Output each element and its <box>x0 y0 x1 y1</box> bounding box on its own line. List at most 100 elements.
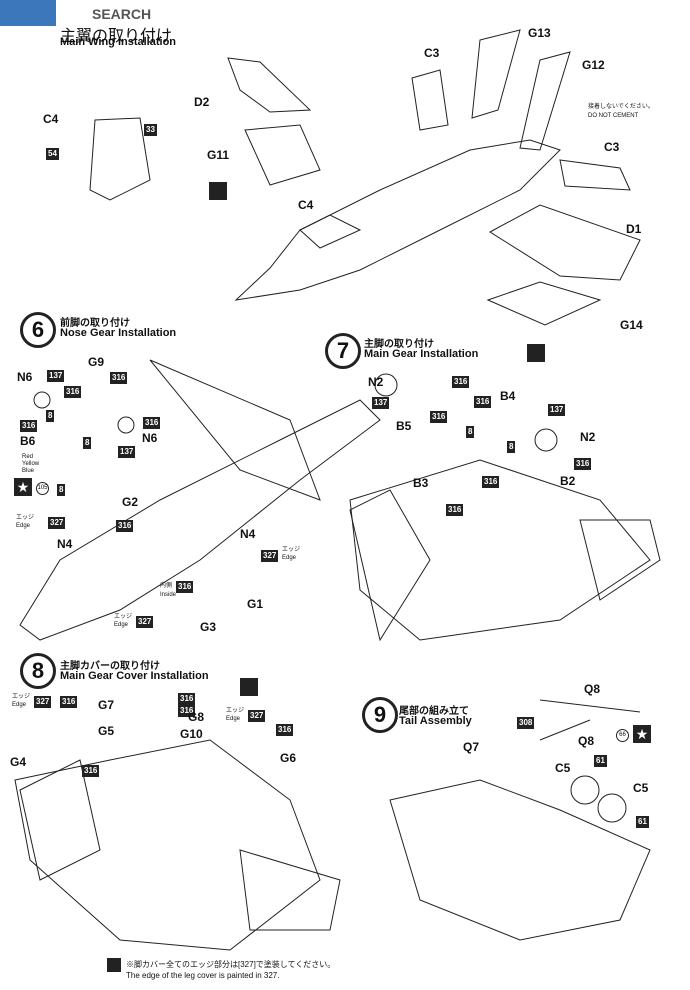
step7-wing-l <box>349 489 431 642</box>
edge-label-en-a: Edge <box>16 523 31 529</box>
step7-title-en: Main Gear Installation <box>364 348 479 360</box>
step8-wing-r <box>239 849 341 931</box>
paint-327-a: 327 <box>48 517 66 529</box>
part-g5: G5 <box>98 724 115 738</box>
part-c5-left: C5 <box>555 761 571 775</box>
part-n4-left: N4 <box>57 537 73 551</box>
paint-327-b: 327 <box>261 550 279 562</box>
paint-316-g: 316 <box>452 376 470 388</box>
part-c3-side: C3 <box>604 140 620 154</box>
edge-label-en-d: Edge <box>12 702 27 708</box>
part-c3-top: C3 <box>424 46 440 60</box>
step8-number: 8 <box>20 653 56 689</box>
part-b5: B5 <box>396 419 412 433</box>
paint-316-b: 316 <box>64 386 82 398</box>
paint-8-a: 8 <box>46 410 55 422</box>
step8-title-en: Main Gear Cover Installation <box>60 670 209 682</box>
do-not-cement-jp: 接着しないでください。 <box>588 104 654 110</box>
paint-61-b: 61 <box>636 816 649 828</box>
step6-number: 6 <box>20 312 56 348</box>
paint-316-c: 316 <box>143 417 161 429</box>
step5-wing-left <box>227 57 312 113</box>
part-g8: G8 <box>188 710 205 724</box>
paint-316-f: 316 <box>176 581 194 593</box>
watermark-logo <box>0 0 56 26</box>
step8-title-jp: 主脚カバーの取り付け <box>60 661 160 672</box>
step6-wing <box>149 359 321 501</box>
edge-label-en-e: Edge <box>226 716 241 722</box>
part-d2: D2 <box>194 95 210 109</box>
part-g2: G2 <box>122 495 139 509</box>
paint-327-e: 327 <box>248 710 266 722</box>
step7-number: 7 <box>325 333 361 369</box>
part-n2-right: N2 <box>580 430 596 444</box>
paint-316-e: 316 <box>116 520 134 532</box>
paint-137-b: 137 <box>118 446 136 458</box>
paint-327-c: 327 <box>136 616 154 628</box>
part-g12: G12 <box>582 58 605 72</box>
part-q7: Q7 <box>463 740 480 754</box>
step6-title-jp: 前脚の取り付け <box>60 318 130 329</box>
paint-316-a: 316 <box>110 372 128 384</box>
step5-title-jp: 主翼の取り付け <box>60 28 173 45</box>
brush-icon-step8 <box>240 678 258 696</box>
part-b4: B4 <box>500 389 516 403</box>
part-n6-right: N6 <box>142 431 158 445</box>
part-b6: B6 <box>20 434 36 448</box>
star-icon-step6: ★ <box>14 478 32 496</box>
step5-stab <box>559 159 631 191</box>
paint-33: 33 <box>144 124 157 136</box>
step5-fuselage <box>234 139 561 301</box>
glue-icon-step5a <box>209 182 227 200</box>
part-c4: C4 <box>298 198 314 212</box>
do-not-cement-en: DO NOT CEMENT <box>588 113 639 119</box>
paint-316-d: 316 <box>20 420 38 432</box>
step7-wing-r <box>579 519 661 601</box>
paint-316-q: 316 <box>82 765 100 777</box>
part-b3: B3 <box>413 476 429 490</box>
step5-fin-3 <box>519 51 571 151</box>
paint-327-d: 327 <box>34 696 52 708</box>
paint-316-n: 316 <box>178 693 196 705</box>
nose-gear-note-yellow: Yellow <box>22 461 40 467</box>
paint-137-c: 137 <box>372 397 390 409</box>
part-g13: G13 <box>528 26 551 40</box>
paint-316-j: 316 <box>574 458 592 470</box>
step5-underpanel-left <box>244 124 321 186</box>
glue-icon-step5b <box>527 344 545 362</box>
step9-title-jp: 尾部の組み立て <box>399 706 469 717</box>
footer-note-jp: ※脚カバー全てのエッジ部分は[327]で塗装してください。 <box>126 960 336 969</box>
part-g7: G7 <box>98 698 115 712</box>
part-g9: G9 <box>88 355 105 369</box>
star-icon-step9: ★ <box>633 725 651 743</box>
part-q8-top: Q8 <box>584 682 601 696</box>
edge-label-en-b: Edge <box>282 555 297 561</box>
edge-label-jp-b: エッジ <box>282 547 301 553</box>
part-g10: G10 <box>180 727 203 741</box>
part-q8: Q8 <box>578 734 595 748</box>
step7-title-jp: 主脚の取り付け <box>364 339 434 350</box>
paint-316-o: 316 <box>178 705 196 717</box>
step9-number: 9 <box>362 697 398 733</box>
part-n2-top: N2 <box>368 375 384 389</box>
step5-underpanel-right <box>486 281 602 326</box>
part-c5-right: C5 <box>633 781 649 795</box>
paint-316-i: 316 <box>430 411 448 423</box>
nose-gear-note-blue: Blue <box>22 468 35 474</box>
inside-label-jp: 内側 <box>160 583 173 589</box>
edge-label-jp-e: エッジ <box>226 708 245 714</box>
paint-66-circle: 66 <box>616 729 629 742</box>
step8-fuselage <box>14 739 321 951</box>
paint-316-p: 316 <box>276 724 294 736</box>
nose-gear-note-red: Red <box>22 454 34 460</box>
paint-316-l: 316 <box>446 504 464 516</box>
step5-fin-2 <box>471 29 521 119</box>
step5-seat <box>89 117 151 201</box>
step9-fuselage <box>389 779 651 941</box>
paint-8-b: 8 <box>83 437 92 449</box>
step6-title-en: Nose Gear Installation <box>60 327 177 339</box>
part-g14: G14 <box>620 318 643 332</box>
part-g1: G1 <box>247 597 264 611</box>
step6-fuselage <box>19 399 381 641</box>
